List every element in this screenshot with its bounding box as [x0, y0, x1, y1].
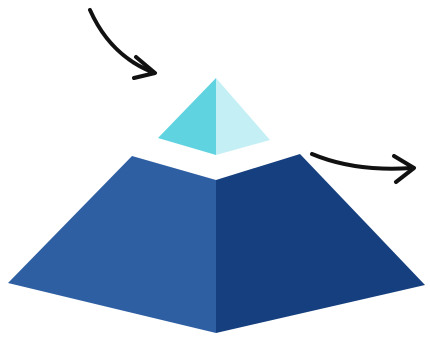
- pyramid-top-right-face: [216, 78, 270, 155]
- arrow-out-right: [312, 154, 414, 182]
- pyramid-bottom-right-face: [216, 154, 425, 333]
- pyramid-bottom-tier: [8, 154, 425, 333]
- pyramid-top-tier: [158, 78, 270, 155]
- pyramid-top-left-face: [158, 78, 216, 155]
- arrow-into-apex: [90, 10, 155, 78]
- pyramid-bottom-left-face: [8, 156, 216, 333]
